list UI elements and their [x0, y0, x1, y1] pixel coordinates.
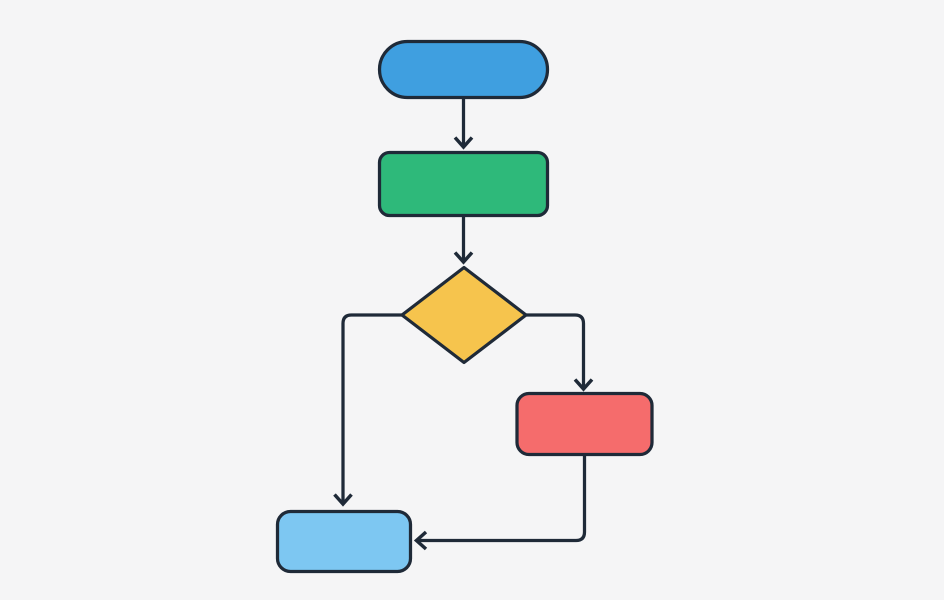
edge-process-2-to-end: [413, 455, 587, 551]
edge-line: [417, 455, 587, 543]
arrowhead-down-icon: [453, 251, 474, 265]
arrowhead-down-icon: [573, 378, 594, 392]
edge-start-to-process-1: [453, 97, 474, 150]
process-2-node: [515, 391, 654, 457]
arrowhead-left-icon: [413, 530, 428, 551]
edge-decision-to-end: [333, 313, 404, 507]
process-1-node: [377, 150, 550, 218]
end-node: [275, 509, 413, 574]
edge-line: [524, 313, 586, 388]
edge-decision-to-process-2: [524, 313, 594, 392]
arrowhead-down-icon: [333, 493, 353, 507]
decision-node: [400, 265, 528, 365]
edge-process-1-to-decision: [453, 216, 474, 265]
arrowhead-down-icon: [453, 136, 474, 150]
start-node: [377, 39, 550, 100]
edge-line: [341, 313, 404, 503]
